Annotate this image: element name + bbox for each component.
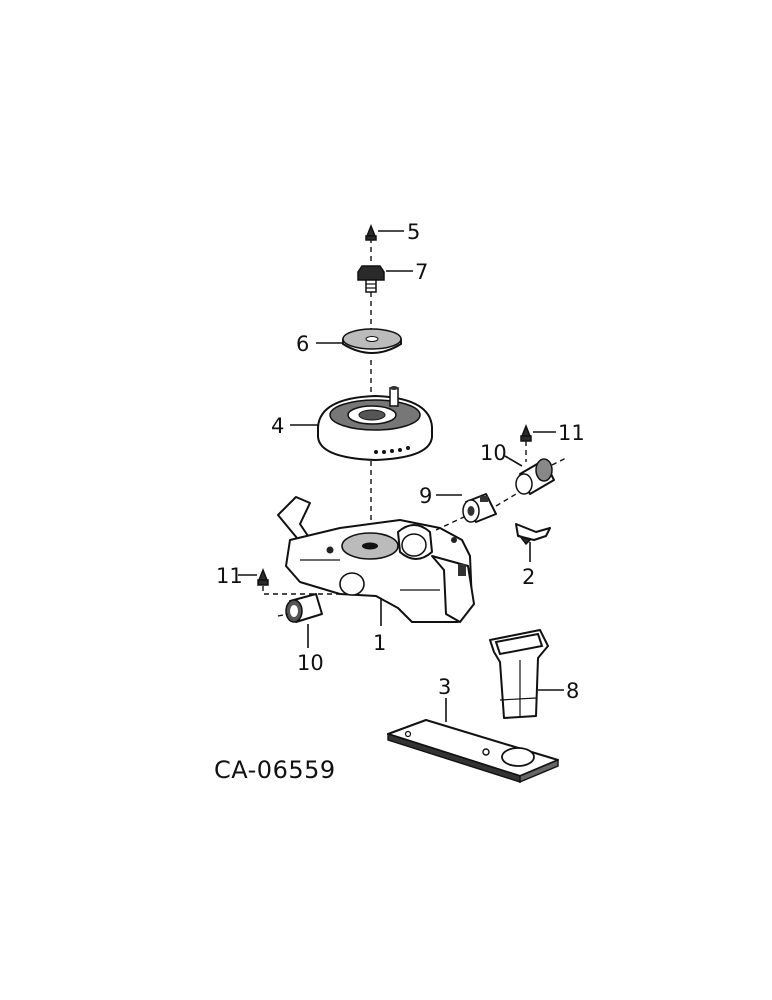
ring-plate-part-4 xyxy=(317,386,433,461)
callout-4: 4 xyxy=(271,414,284,438)
callout-8: 8 xyxy=(566,679,579,703)
callout-11-left: 11 xyxy=(216,564,243,588)
axis-10-left xyxy=(277,613,289,617)
grease-fitting-part-11-left xyxy=(257,567,269,586)
callout-7: 7 xyxy=(415,260,428,284)
grease-fitting-part-11-right xyxy=(520,423,532,442)
callout-10-right: 10 xyxy=(480,441,507,465)
bushing-part-10-left xyxy=(285,593,323,623)
axis-10-right xyxy=(551,457,567,466)
bushing-part-10-right xyxy=(515,458,555,495)
callout-6: 6 xyxy=(296,332,309,356)
bolt-part-7 xyxy=(357,265,385,293)
clip-part-2 xyxy=(515,523,551,546)
boot-part-8 xyxy=(489,629,549,719)
collar-part-9 xyxy=(462,493,497,523)
callout-11-right: 11 xyxy=(558,421,585,445)
washer-part-6 xyxy=(342,328,402,354)
axis-9 xyxy=(435,515,467,531)
callout-10-left: 10 xyxy=(297,651,324,675)
callout-2: 2 xyxy=(522,565,535,589)
callout-9: 9 xyxy=(419,484,432,508)
plate-part-3 xyxy=(387,719,559,784)
leader-10-right xyxy=(504,455,523,467)
axis-11-left xyxy=(262,586,340,595)
drawing-code: CA-06559 xyxy=(214,756,336,784)
callout-5: 5 xyxy=(407,220,420,244)
callout-1: 1 xyxy=(373,631,386,655)
axis-9-right xyxy=(495,493,517,507)
grease-fitting-part-5 xyxy=(365,223,377,241)
housing-part-1 xyxy=(277,496,475,623)
callout-3: 3 xyxy=(438,675,451,699)
